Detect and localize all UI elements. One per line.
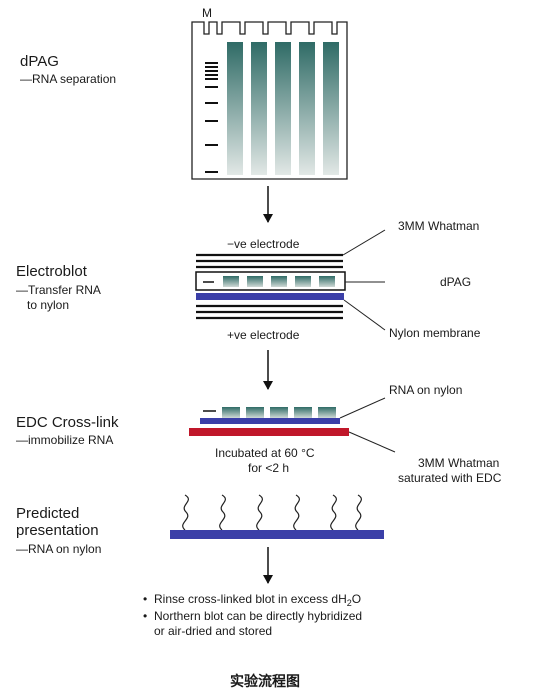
incubated-label-2: for <2 h [248, 461, 290, 475]
nylon-bar [170, 530, 384, 539]
whatman-edc-strip [189, 428, 349, 436]
gel-lane [299, 42, 315, 175]
nylon-membrane-label: Nylon membrane [389, 326, 481, 340]
gel-lane [275, 42, 291, 175]
step-electroblot-subtitle-2: to nylon [27, 298, 70, 312]
leader-lines [342, 229, 386, 331]
step-predicted-title: Predicted [16, 505, 80, 522]
dpag-gel [191, 21, 348, 180]
whatman-label: 3MM Whatman [398, 219, 480, 233]
edc-crosslink [189, 397, 396, 453]
gel-lane [227, 42, 243, 175]
gel-lane [323, 42, 339, 175]
step-dpag-title: dPAG [20, 53, 59, 70]
marker-label: M [202, 6, 212, 20]
whatman-edc-label-2: saturated with EDC [398, 471, 502, 485]
marker-ladder [205, 62, 218, 173]
neg-electrode-label: −ve electrode [227, 237, 300, 251]
nylon-membrane-layer [196, 293, 344, 300]
step-edc-title: EDC Cross-link [16, 414, 119, 431]
bullet-dot: • [143, 609, 148, 623]
whatman-bottom-layers [196, 304, 343, 320]
electroblot-stack [195, 229, 386, 331]
gel-lanes [227, 42, 339, 175]
note-rinse-sub: 2 [346, 598, 352, 608]
pos-electrode-label: +ve electrode [227, 328, 300, 342]
note-northern-text-2: or air-dried and stored [154, 624, 273, 638]
predicted-presentation [170, 494, 384, 539]
step-edc-subtitle: —immobilize RNA [16, 433, 114, 447]
gel-lane [251, 42, 267, 175]
step-electroblot-title: Electroblot [16, 263, 87, 280]
rna-bands [222, 407, 336, 418]
nylon-strip [200, 418, 340, 424]
bullet-dot: • [143, 592, 148, 606]
rna-strands [182, 494, 362, 531]
step-predicted-title-2: presentation [16, 522, 99, 539]
incubated-label: Incubated at 60 °C [215, 446, 315, 460]
note-rinse: • Rinse cross-linked blot in excess dH2O [143, 592, 443, 608]
step-predicted-subtitle: —RNA on nylon [16, 542, 102, 556]
whatman-edc-label: 3MM Whatman [418, 456, 500, 470]
figure-caption: 实验流程图 [230, 674, 300, 690]
note-rinse-suffix: O [351, 592, 362, 606]
note-northern: • Northern blot can be directly hybridiz… [143, 609, 443, 639]
step-dpag-subtitle: —RNA separation [20, 72, 117, 86]
step-electroblot-subtitle: —Transfer RNA [16, 283, 101, 297]
note-northern-text: Northern blot can be directly hybridized [154, 609, 363, 623]
dpag-bands [223, 276, 335, 287]
note-rinse-text: Rinse cross-linked blot in excess dH [154, 592, 347, 606]
rna-on-nylon-label: RNA on nylon [389, 383, 463, 397]
notes-list: • Rinse cross-linked blot in excess dH2O… [143, 592, 443, 641]
whatman-top-layers [196, 253, 343, 269]
dpag-label: dPAG [440, 275, 472, 289]
